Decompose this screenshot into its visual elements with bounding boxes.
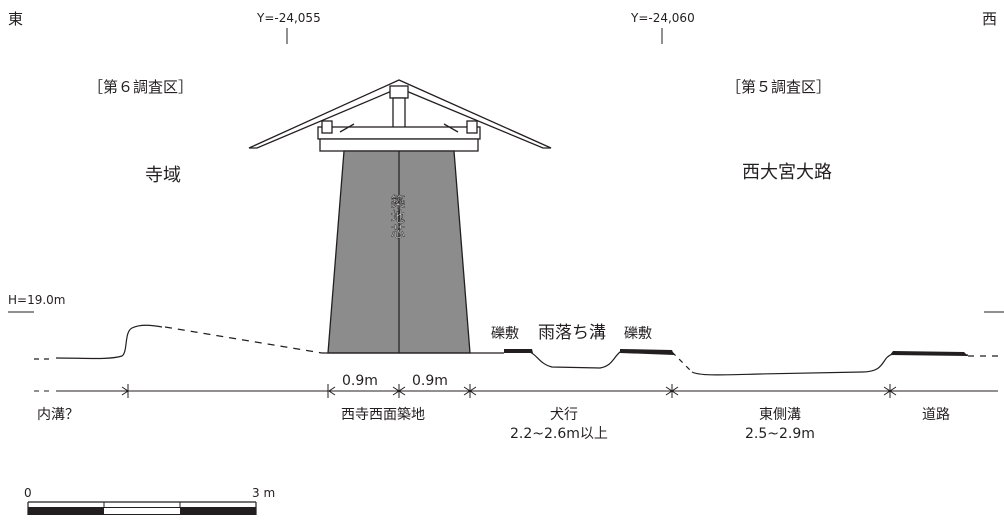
segment-road: 道路 xyxy=(922,407,950,423)
paving-label-right: 礫敷 xyxy=(624,326,652,342)
drip-ditch-label: 雨落ち溝 xyxy=(538,323,606,343)
paving-label-left: 礫敷 xyxy=(491,326,519,342)
survey-area-5: ［第５調査区］ xyxy=(726,78,832,96)
compass-west: 西 xyxy=(982,10,998,28)
segment-east-ditch-width: 2.5~2.9m xyxy=(745,426,815,442)
scale-start: 0 xyxy=(24,486,32,500)
compass-east: 東 xyxy=(8,10,24,28)
scale-bar xyxy=(27,501,257,515)
segment-east-ditch: 東側溝 xyxy=(759,407,801,423)
wall-core-label: 築地芯 xyxy=(391,195,406,241)
road-name-label: 西大宮大路 xyxy=(742,162,832,183)
dimension-right: 0.9m xyxy=(412,373,448,389)
segment-west-wall: 西寺西面築地 xyxy=(341,407,425,423)
segment-line xyxy=(34,384,998,398)
dimension-left: 0.9m xyxy=(342,373,378,389)
segment-inuyuki-width: 2.2~2.6m以上 xyxy=(510,426,608,442)
gravel-paving xyxy=(504,349,968,356)
segment-inuyuki: 犬行 xyxy=(550,407,578,423)
scale-end: 3 m xyxy=(252,486,276,500)
survey-area-6: ［第６調査区］ xyxy=(88,78,194,96)
temple-area-label: 寺域 xyxy=(145,165,181,186)
roof xyxy=(248,79,552,152)
segment-inner-ditch: 内溝？ xyxy=(37,407,79,423)
grid-label-left: Y=-24,055 xyxy=(257,11,321,25)
wall-body xyxy=(327,150,471,354)
grid-label-right: Y=-24,060 xyxy=(631,11,695,25)
height-reference: H=19.0m xyxy=(8,293,66,307)
